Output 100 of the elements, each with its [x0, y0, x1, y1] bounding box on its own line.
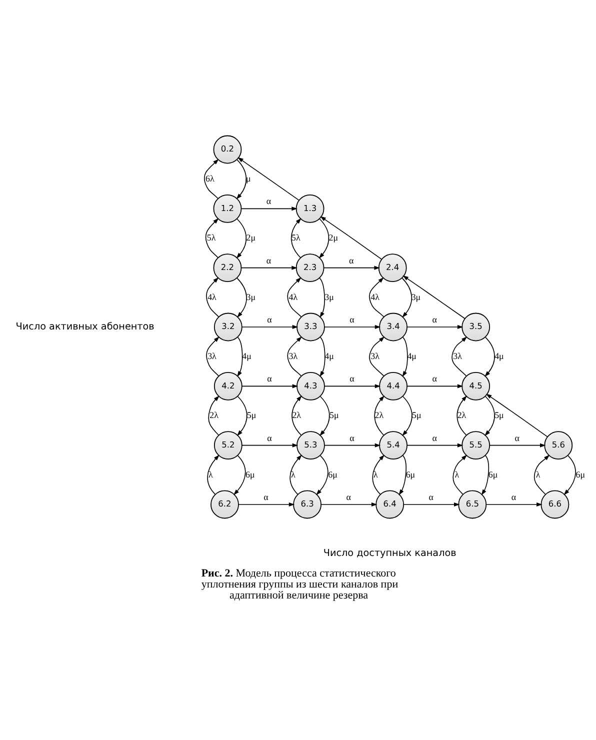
arrow [204, 158, 219, 199]
edge-label: 3λ [453, 350, 462, 361]
edge-label: 6μ [406, 469, 416, 480]
arrow [287, 277, 302, 318]
arrow [206, 277, 219, 318]
arrow [290, 454, 302, 495]
edge-label: 6μ [328, 469, 338, 480]
edge-label: 5μ [246, 410, 256, 420]
edge-label: 4μ [324, 350, 334, 361]
edge-label: 4λ [288, 292, 298, 302]
edge-label: λ [291, 469, 296, 480]
edge-label: 6λ [206, 173, 214, 184]
arrow [237, 336, 243, 377]
edge-label: α [266, 255, 272, 266]
edge-label: 2λ [374, 410, 384, 420]
label: Число активных абонентов [16, 322, 154, 333]
edge-label: 2λ [210, 410, 218, 420]
edge-label: 3λ [208, 350, 216, 361]
arrow [481, 455, 490, 496]
arrow [323, 266, 380, 270]
edge-label: α [428, 492, 434, 502]
arrow [406, 443, 464, 448]
edge-label: 5μ [494, 410, 504, 420]
edge-label: λ [208, 469, 213, 480]
edge-label: α [432, 314, 437, 324]
edge-label: 2μ [328, 232, 338, 243]
arrow [486, 394, 548, 438]
edge-label: α [432, 432, 437, 443]
arrow [290, 218, 302, 258]
arrow [287, 336, 302, 376]
arrow [319, 278, 325, 318]
arrow [324, 443, 381, 448]
arrow [238, 502, 295, 507]
arrow [452, 336, 468, 376]
edge-label: 6μ [488, 469, 498, 480]
arrow [402, 336, 408, 377]
edge-label: 6μ [246, 469, 255, 480]
edge-label: α [266, 196, 272, 206]
arrow [369, 336, 385, 376]
edge-label: α [432, 374, 437, 384]
arrow [534, 454, 550, 495]
arrow [402, 396, 412, 436]
arrow [238, 157, 300, 201]
edge-label: 3μ [324, 292, 334, 302]
arrow [406, 324, 464, 330]
arrow [205, 218, 219, 258]
edge-label: α [267, 432, 272, 443]
arrow [486, 502, 542, 507]
arrow [320, 216, 382, 260]
arrow [236, 278, 247, 318]
edge-label: 2λ [457, 410, 466, 420]
edge-label: 2λ [292, 410, 302, 420]
edge-label: 5λ [292, 232, 300, 243]
edge-label: 6μ [576, 469, 586, 480]
edge-label: λ [454, 469, 460, 480]
edge-label: α [264, 492, 268, 502]
edge-label: 5μ [329, 410, 339, 420]
edge-label: 3λ [288, 350, 298, 361]
arrow [240, 266, 298, 270]
arrow [292, 396, 302, 436]
arrow [236, 218, 247, 258]
arrow [484, 336, 495, 377]
arrow [234, 455, 246, 496]
edge-label: α [350, 432, 354, 443]
arrow [318, 218, 330, 258]
arrow [372, 454, 384, 495]
arrow [242, 324, 298, 330]
edge-label: α [350, 374, 354, 384]
arrow [324, 384, 381, 388]
arrow [398, 455, 406, 496]
edge-label: 2μ [246, 232, 256, 243]
caption: Рис. 2. Модель процесса статистического уплотнения группы из шести каналов при адаптивной величине резерва [201, 568, 398, 602]
arrow [564, 455, 576, 496]
edge-label: α [348, 255, 354, 266]
edge-label: α [514, 432, 520, 443]
edge-label: 5μ [412, 410, 422, 420]
arrow [456, 396, 468, 436]
arrow [236, 159, 247, 200]
edge-label: 3λ [370, 350, 380, 361]
arrow [489, 443, 546, 448]
edge-label: α [267, 314, 272, 324]
arrow [208, 396, 220, 436]
label: Число доступных каналов [323, 548, 456, 559]
arrow [324, 324, 381, 330]
arrow [484, 396, 495, 436]
edge-label: α [511, 492, 516, 502]
arrow [369, 277, 384, 318]
arrow [240, 206, 298, 211]
arrow [236, 396, 248, 436]
edge-label: 4λ [208, 292, 216, 302]
edge-label: 5λ [206, 232, 216, 243]
arrow [452, 454, 468, 495]
arrow [406, 384, 464, 388]
edge-label: 4μ [242, 350, 252, 361]
edge-label: λ [374, 469, 378, 480]
edge-label: α [267, 374, 272, 384]
arrow [403, 502, 460, 507]
arrow [242, 384, 298, 388]
edge-label: μ [246, 173, 251, 184]
arrow [207, 454, 220, 495]
